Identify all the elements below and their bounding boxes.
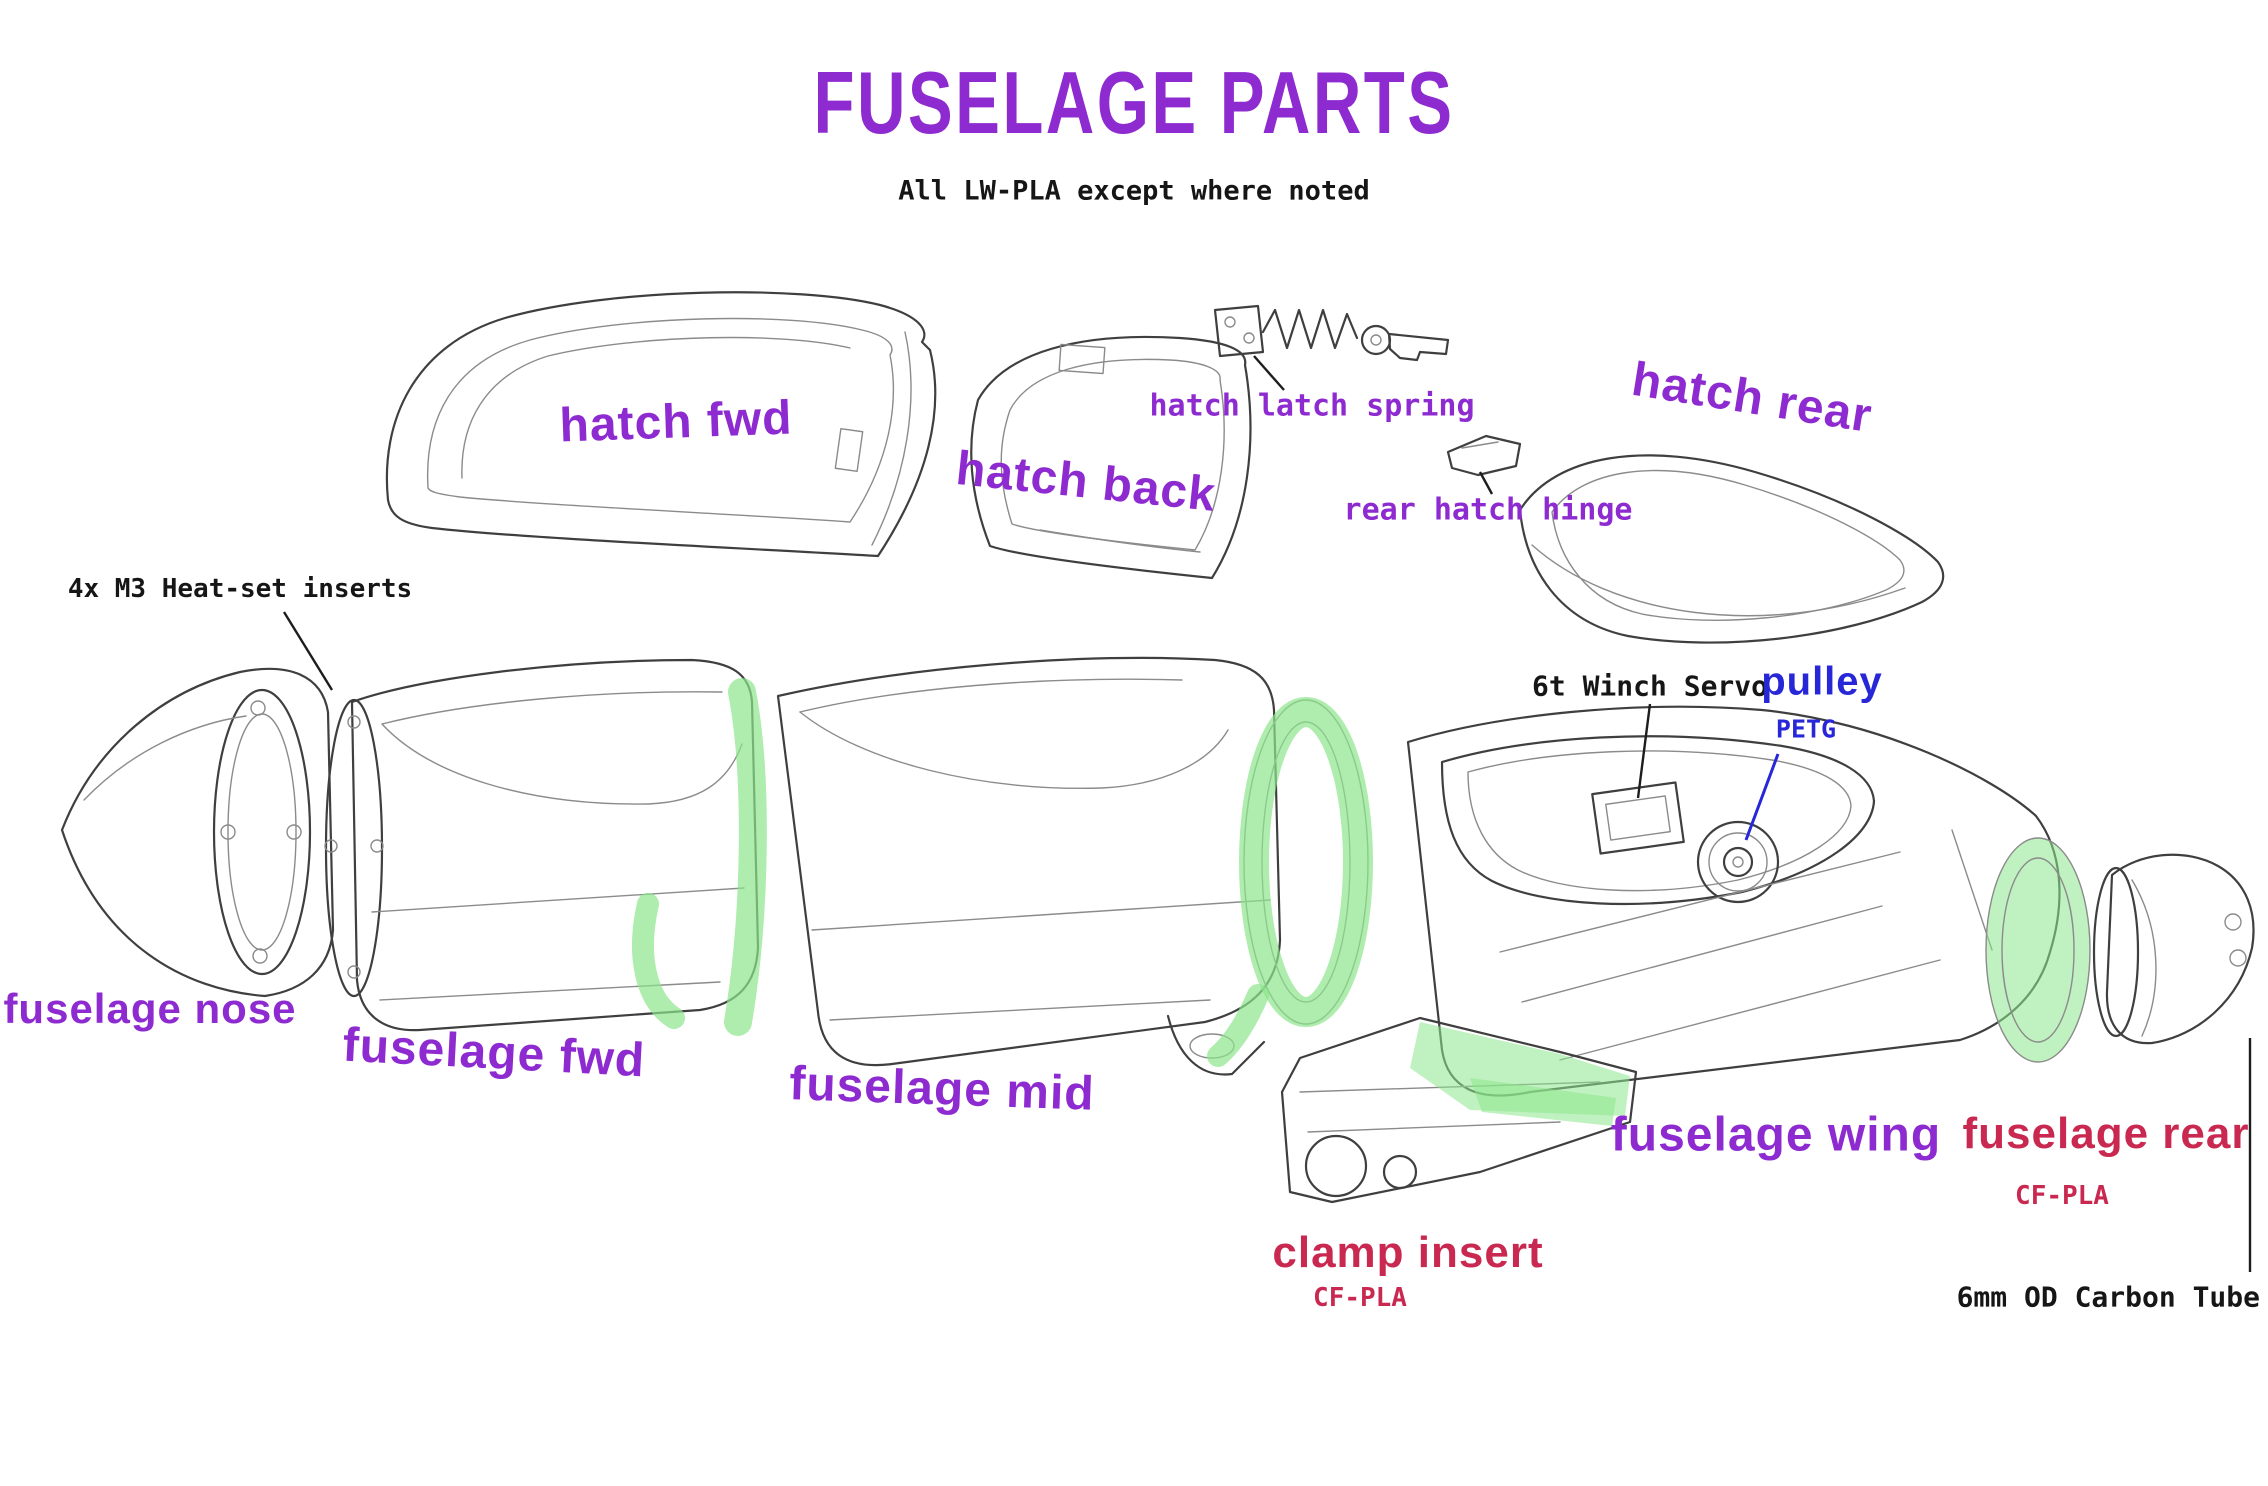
- rear-hatch-hinge-label: rear hatch hinge: [1343, 492, 1633, 528]
- heat-set-inserts-label: 4x M3 Heat-set inserts: [67, 574, 413, 604]
- rear-hatch-hinge-drawing: [1446, 434, 1522, 477]
- hatch-latch-spring-leader-line: [1253, 355, 1285, 391]
- winch-servo-leader-line: [1636, 703, 1652, 799]
- fuselage-mid-label: fuselage mid: [788, 1057, 1096, 1121]
- heat-set-inserts-leader-line: [282, 611, 334, 691]
- clamp-insert-material-label: CF-PLA: [1313, 1283, 1407, 1313]
- hatch-fwd-label: hatch fwd: [558, 391, 794, 453]
- hatch-latch-spring-label: hatch latch spring: [1149, 388, 1475, 424]
- clamp-insert-drawing: [1280, 1016, 1638, 1204]
- fuselage-mid-drawing: [776, 656, 1373, 1076]
- pulley-drawing: [1696, 820, 1780, 904]
- winch-servo-label: 6t Winch Servo: [1531, 669, 1769, 703]
- winch-servo-drawing: [1591, 781, 1685, 855]
- fuselage-rear-material-label: CF-PLA: [2015, 1181, 2109, 1211]
- fuselage-wing-label: fuselage wing: [1610, 1108, 1942, 1162]
- rear-hatch-hinge-leader-line: [1478, 471, 1494, 495]
- fuselage-fwd-drawing: [324, 658, 767, 1036]
- hatch-latch-spring-drawing: [1213, 304, 1450, 362]
- carbon-tube-label: 6mm OD Carbon Tube: [1956, 1280, 2260, 1314]
- fuselage-rear-label: fuselage rear: [1962, 1109, 2250, 1158]
- fuselage-rear-drawing: [2092, 853, 2255, 1045]
- hatch-rear-drawing: [1518, 454, 1945, 644]
- pulley-material-label: PETG: [1775, 714, 1837, 744]
- fuselage-nose-drawing: [60, 667, 335, 998]
- page-title: FUSELAGE PARTS: [813, 53, 1455, 152]
- fuselage-nose-label: fuselage nose: [3, 985, 297, 1032]
- page-subtitle: All LW-PLA except where noted: [898, 175, 1370, 207]
- hatch-back-drawing: [970, 335, 1252, 580]
- pulley-leader-line: [1744, 753, 1780, 841]
- clamp-insert-label: clamp insert: [1272, 1228, 1544, 1277]
- hatch-fwd-drawing: [385, 291, 937, 558]
- pulley-label: pulley: [1761, 659, 1883, 704]
- fuselage-wing-drawing: [1406, 705, 2091, 1097]
